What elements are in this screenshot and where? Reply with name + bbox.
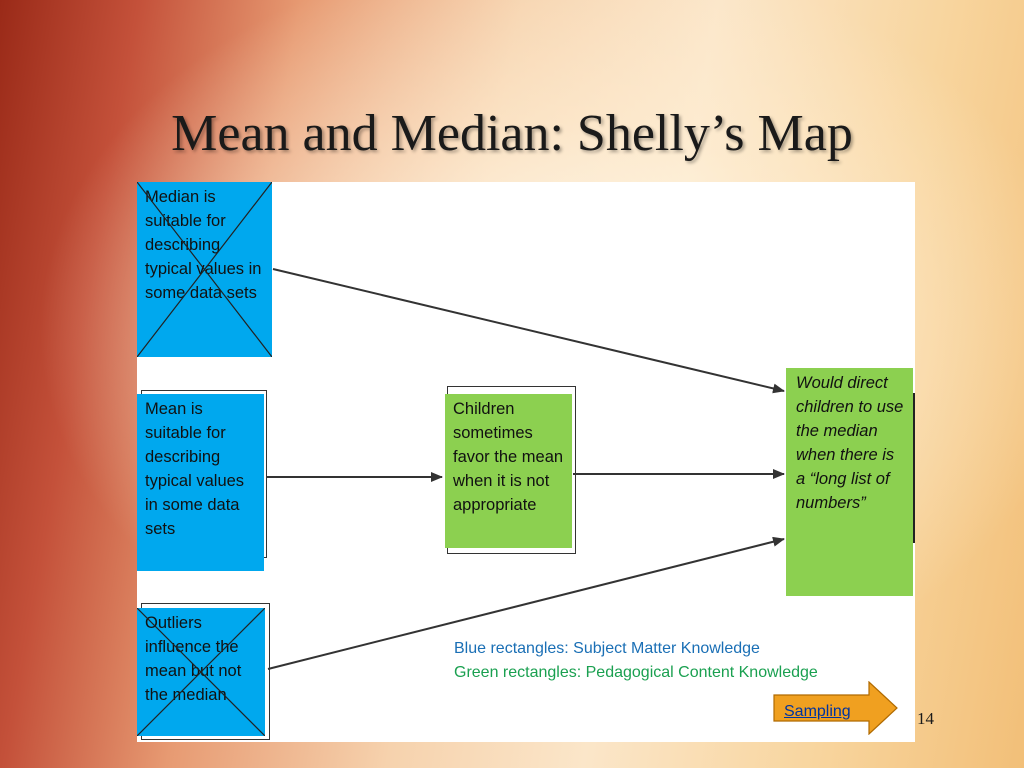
node-outliers: Outliers influence the mean but not the … bbox=[137, 608, 265, 736]
legend: Blue rectangles: Subject Matter Knowledg… bbox=[454, 637, 818, 685]
sampling-button[interactable]: Sampling bbox=[773, 681, 899, 735]
node-would-direct: Would direct children to use the median … bbox=[786, 368, 913, 596]
node-mean-suitable: Mean is suitable for describing typical … bbox=[137, 394, 264, 571]
concept-map-arrows bbox=[267, 268, 785, 670]
node-would-direct-text: Would direct children to use the median … bbox=[796, 374, 904, 512]
node-outliers-text: Outliers influence the mean but not the … bbox=[145, 614, 242, 704]
cross-out-mark bbox=[137, 182, 272, 357]
node-children-favor-text: Children sometimes favor the mean when i… bbox=[453, 400, 564, 514]
legend-blue: Blue rectangles: Subject Matter Knowledg… bbox=[454, 640, 760, 657]
arrow-right-icon bbox=[773, 681, 898, 735]
edge-outliers-to-direct bbox=[267, 536, 785, 670]
node-mean-suitable-text: Mean is suitable for describing typical … bbox=[145, 400, 245, 538]
page-number: 14 bbox=[917, 709, 934, 728]
legend-green: Green rectangles: Pedagogical Content Kn… bbox=[454, 664, 818, 681]
node-children-favor: Children sometimes favor the mean when i… bbox=[445, 394, 572, 548]
node-median-suitable-text: Median is suitable for describing typica… bbox=[145, 188, 262, 302]
cross-out-mark bbox=[137, 608, 265, 736]
sampling-link[interactable]: Sampling bbox=[784, 703, 851, 720]
edge-median-to-direct bbox=[272, 268, 785, 394]
slide-title: Mean and Median: Shelly’s Map bbox=[171, 105, 853, 162]
node-median-suitable: Median is suitable for describing typica… bbox=[137, 182, 272, 357]
